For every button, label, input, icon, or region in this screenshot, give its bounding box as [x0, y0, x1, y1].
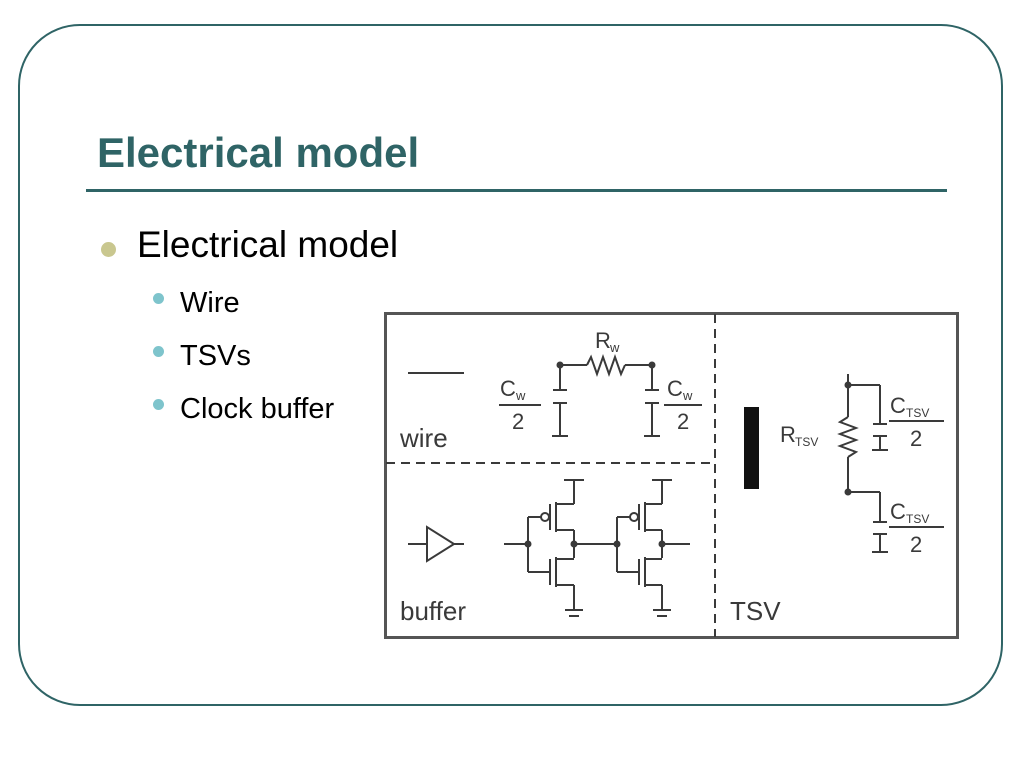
label-r-wire-sub: w	[609, 340, 620, 355]
label-buffer: buffer	[400, 596, 466, 626]
label-c-wire-right-sub: w	[682, 388, 693, 403]
sub-bullet-tsvs: TSVs	[180, 340, 251, 372]
label-c-wire-left-sub: w	[515, 388, 526, 403]
label-c-tsv-lower-sub: TSV	[906, 512, 929, 526]
label-tsv: TSV	[730, 596, 781, 626]
label-c-tsv-lower: C	[890, 499, 906, 524]
label-r-wire: R	[595, 328, 611, 353]
bullet-dot-level2	[153, 399, 164, 410]
bullet-electrical-model: Electrical model	[137, 224, 399, 265]
buffer-symbol	[408, 525, 464, 563]
slide-title: Electrical model	[97, 129, 420, 176]
electrical-model-diagram: wire buffer TSV R w C w 2 C w 2 R TSV C …	[384, 312, 959, 639]
tsv-bar	[744, 407, 759, 489]
label-half-tsv-upper: 2	[910, 426, 922, 451]
label-c-wire-right: C	[667, 376, 683, 401]
wire-resistor	[556, 353, 656, 378]
label-half-right: 2	[677, 409, 689, 434]
label-r-tsv: R	[780, 422, 796, 447]
label-r-tsv-sub: TSV	[795, 435, 818, 449]
label-half-tsv-lower: 2	[910, 532, 922, 557]
diagram-border	[384, 312, 959, 639]
slide-frame	[18, 24, 1003, 706]
wire-capacitor-left	[552, 365, 568, 437]
title-underline	[86, 189, 947, 192]
label-c-wire-left: C	[500, 376, 516, 401]
tsv-network	[837, 374, 944, 553]
sub-bullet-clock-buffer: Clock buffer	[180, 393, 335, 425]
sub-bullet-wire: Wire	[180, 287, 240, 319]
bullet-dot-level2	[153, 346, 164, 357]
inverter-1	[504, 479, 621, 617]
label-c-tsv-upper-sub: TSV	[906, 406, 929, 420]
label-c-tsv-upper: C	[890, 393, 906, 418]
inverter-2	[616, 479, 690, 617]
label-wire: wire	[399, 423, 448, 453]
label-half-left: 2	[512, 409, 524, 434]
bullet-dot-level2	[153, 293, 164, 304]
wire-capacitor-right	[644, 365, 660, 437]
bullet-dot-level1	[101, 242, 116, 257]
